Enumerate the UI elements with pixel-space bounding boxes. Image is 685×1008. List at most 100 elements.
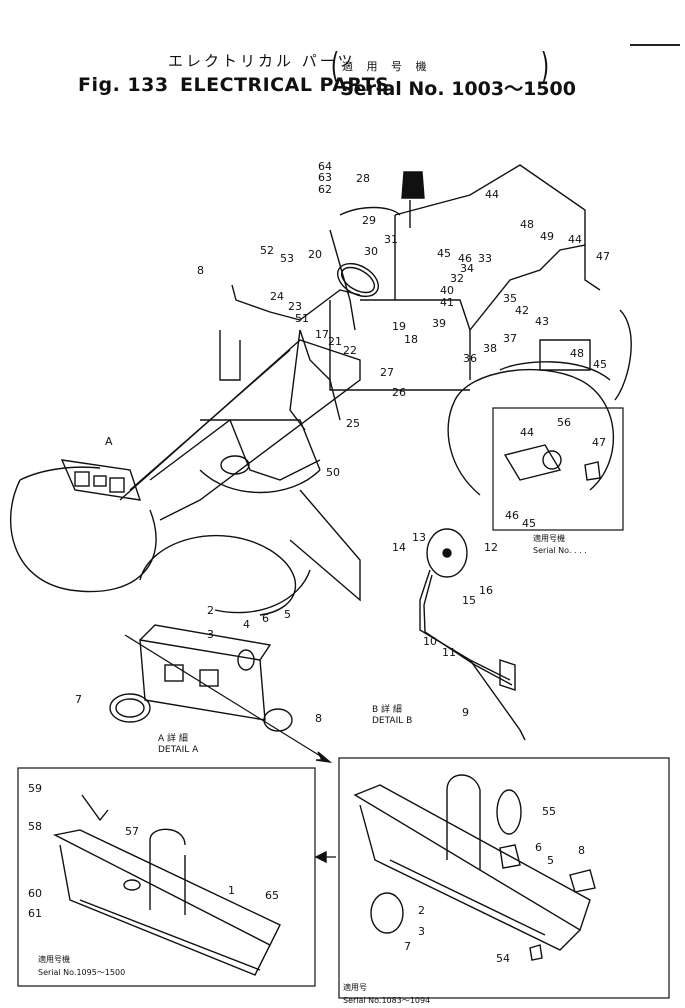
callout-63: 63	[318, 171, 332, 184]
callout-24: 24	[270, 290, 284, 303]
close-bracket: )	[540, 46, 550, 87]
callout-22: 22	[343, 344, 357, 357]
callout-17: 17	[315, 328, 329, 341]
corner-rule	[630, 44, 680, 46]
callout-6b: 6	[535, 841, 542, 854]
callout-14: 14	[392, 541, 406, 554]
callout-51: 51	[295, 312, 309, 325]
callout-16: 16	[479, 584, 493, 597]
box-link-arrowhead	[314, 850, 327, 864]
rear-tire	[447, 361, 615, 496]
callout-32: 32	[450, 272, 464, 285]
rotating-beacon	[401, 171, 425, 228]
callout-35: 35	[503, 292, 517, 305]
serial-range: Serial No. 1003～1500	[340, 78, 576, 100]
open-bracket: (	[330, 46, 340, 87]
callout-3: 3	[207, 628, 214, 641]
callout-1: 1	[228, 884, 235, 897]
callout-26: 26	[392, 386, 406, 399]
callout-7b: 7	[404, 940, 411, 953]
callout-46: 46	[458, 252, 472, 265]
callout-44: 44	[485, 188, 499, 201]
callout-50: 50	[326, 466, 340, 479]
callout-62: 62	[318, 183, 332, 196]
right-applicable-jp: 適用号	[343, 982, 367, 992]
callout-41: 41	[440, 296, 454, 309]
callout-15: 15	[462, 594, 476, 607]
mirror-assembly	[419, 528, 526, 741]
callout-39: 39	[432, 317, 446, 330]
callout-54: 54	[496, 952, 510, 965]
detail-a-jp: A 詳 細	[158, 732, 188, 744]
callout-2: 2	[207, 604, 214, 617]
callout-9: 9	[462, 706, 469, 719]
detail-a-caption: DETAIL A	[158, 745, 199, 755]
callout-20: 20	[308, 248, 322, 261]
callout-45: 45	[437, 247, 451, 260]
callout-23: 23	[288, 300, 302, 313]
detail-b-caption: DETAIL B	[372, 716, 412, 726]
callout-34: 34	[460, 262, 474, 275]
callout-2b: 2	[418, 904, 425, 917]
callout-19: 19	[392, 320, 406, 333]
left-serial: Serial No.1095～1500	[38, 968, 125, 977]
callout-3b: 3	[418, 925, 425, 938]
callout-8: 8	[197, 264, 204, 277]
callout-4: 4	[243, 618, 250, 631]
callout-56: 56	[557, 416, 571, 429]
inset-detail-frame	[492, 407, 624, 531]
callout-59: 59	[28, 782, 42, 795]
callout-52: 52	[260, 244, 274, 257]
callout-13: 13	[412, 531, 426, 544]
headlamp-bracket	[60, 459, 142, 501]
callout-45b: 45	[593, 358, 607, 371]
callout-45c: 45	[522, 517, 536, 530]
callout-5b: 5	[547, 854, 554, 867]
callout-64: 64	[318, 160, 332, 173]
callout-48b: 48	[570, 347, 584, 360]
callout-12: 12	[484, 541, 498, 554]
callout-61: 61	[28, 907, 42, 920]
callout-43: 43	[535, 315, 549, 328]
callout-10: 10	[423, 635, 437, 648]
callout-18: 18	[404, 333, 418, 346]
callout-47b: 47	[592, 436, 606, 449]
callout-53: 53	[280, 252, 294, 265]
callout-40: 40	[440, 284, 454, 297]
callout-5: 5	[284, 608, 291, 621]
inset-lamp-parts	[503, 444, 601, 481]
left-applicable-jp: 適用号機	[38, 954, 70, 964]
callout-29: 29	[362, 214, 376, 227]
detail-a-lamp-housing	[109, 624, 293, 732]
figure-number: Fig. 133	[78, 74, 169, 96]
callout-55: 55	[542, 805, 556, 818]
callout-30: 30	[364, 245, 378, 258]
detail-a-pointer	[124, 634, 331, 763]
callout-7: 7	[75, 693, 82, 706]
callout-48: 48	[520, 218, 534, 231]
callout-8c: 8	[578, 844, 585, 857]
callout-11: 11	[442, 646, 456, 659]
main-frame	[119, 330, 361, 602]
callout-31: 31	[384, 233, 398, 246]
callout-57: 57	[125, 825, 139, 838]
callout-8b: 8	[315, 712, 322, 725]
inset-serial: Serial No. . . .	[533, 546, 587, 555]
pointer-arrowhead	[315, 751, 333, 764]
callout-44b: 44	[568, 233, 582, 246]
japanese-applicable: 適 用 号 機	[342, 60, 432, 73]
callout-58: 58	[28, 820, 42, 833]
callout-44c: 44	[520, 426, 534, 439]
japanese-title: エレクトリカル パーツ	[168, 52, 356, 70]
callout-47: 47	[596, 250, 610, 263]
front-tire-center	[139, 534, 311, 616]
callout-27: 27	[380, 366, 394, 379]
callout-37: 37	[503, 332, 517, 345]
callout-21: 21	[328, 335, 342, 348]
bumper-right	[353, 774, 596, 961]
callout-A: A	[105, 435, 113, 448]
callout-46b: 46	[505, 509, 519, 522]
steering-wheel	[329, 229, 379, 331]
callout-36: 36	[463, 352, 477, 365]
